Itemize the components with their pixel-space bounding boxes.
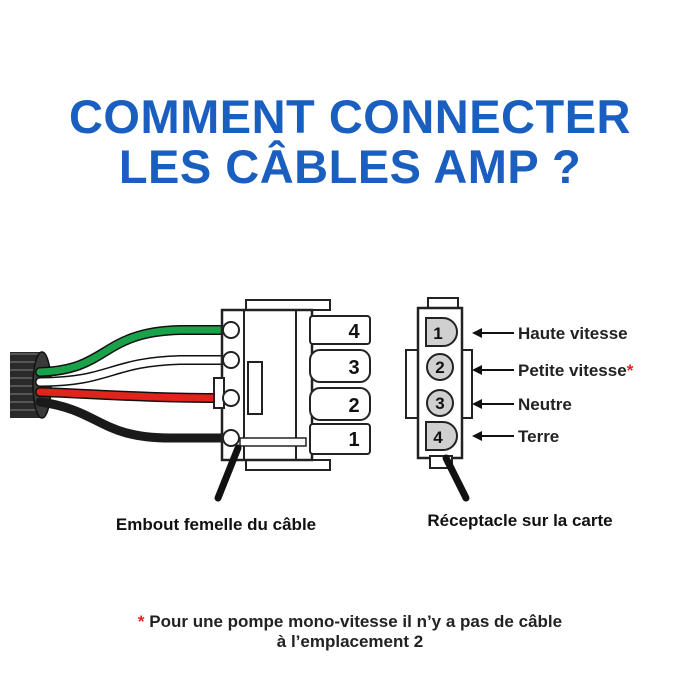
plug-slot-number: 2 (348, 395, 359, 417)
receptacle-caption: Réceptacle sur la carte (427, 511, 612, 530)
plug-caption: Embout femelle du câble (116, 515, 316, 534)
pin-label-neutral: Neutre (518, 395, 572, 414)
receptacle-pin-number: 4 (433, 428, 443, 447)
wire-black (35, 397, 231, 443)
plug-slot-number: 3 (348, 357, 359, 379)
board-receptacle (405, 297, 473, 502)
pin-label-low-speed: Petite vitesse (518, 361, 627, 380)
plug-slot-number: 1 (348, 429, 359, 451)
pin-label-low-speed-line: Petite vitesse* (518, 361, 634, 380)
receptacle-pin-number: 1 (433, 324, 442, 343)
asterisk-mark: * (627, 361, 634, 380)
female-plug (213, 299, 371, 502)
title-line-1: COMMENT CONNECTER (68, 90, 632, 143)
receptacle-pin-number: 2 (435, 358, 444, 377)
plug-slot-number: 4 (348, 321, 360, 343)
pin-label-ground: Terre (518, 427, 559, 446)
pin-label-high-speed: Haute vitesse (518, 324, 628, 343)
wire-red (35, 387, 231, 403)
receptacle-pin-number: 3 (435, 394, 444, 413)
footnote: * Pour une pompe mono-vitesse il n’y a p… (0, 612, 700, 652)
asterisk-mark: * (137, 612, 145, 631)
wire-green (35, 325, 231, 377)
footnote-text-1: Pour une pompe mono-vitesse il n’y a pas… (149, 612, 563, 631)
page-title: COMMENT CONNECTER LES CÂBLES AMP ? (0, 92, 700, 192)
footnote-line-1: * Pour une pompe mono-vitesse il n’y a p… (0, 612, 700, 632)
title-line-2: LES CÂBLES AMP ? (118, 140, 582, 193)
wire-white (35, 355, 231, 387)
footnote-line-2: à l’emplacement 2 (276, 632, 424, 651)
